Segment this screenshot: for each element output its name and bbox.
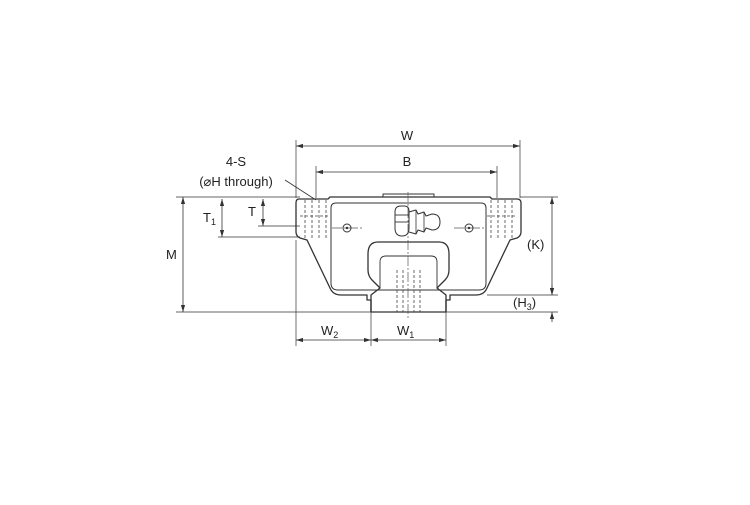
hidden-lines <box>300 200 517 312</box>
mounting-holes <box>342 223 474 233</box>
label-w: W <box>401 128 414 143</box>
label-t1: T1 <box>203 210 216 227</box>
center-lines <box>332 192 484 318</box>
label-4s: 4-S <box>226 154 247 169</box>
dimension-h3 <box>446 285 558 322</box>
label-w2: W2 <box>321 323 338 340</box>
dimension-b <box>315 166 498 198</box>
dimension-m <box>176 196 372 313</box>
carriage-block <box>295 193 522 313</box>
label-m: M <box>166 247 177 262</box>
label-k: (K) <box>527 237 544 252</box>
grease-nipple-icon <box>394 205 441 237</box>
rail <box>367 241 450 312</box>
label-h3: (H3) <box>513 295 536 312</box>
leader-4s <box>284 179 317 201</box>
dimension-t <box>258 199 300 227</box>
dimension-w <box>295 140 521 198</box>
dimension-k <box>487 196 558 296</box>
dimension-w1 <box>371 312 447 346</box>
dimension-t1 <box>218 199 300 238</box>
label-t: T <box>248 204 256 219</box>
label-b: B <box>403 154 412 169</box>
label-h-through: (⌀H through) <box>199 174 273 189</box>
label-w1: W1 <box>397 323 414 340</box>
